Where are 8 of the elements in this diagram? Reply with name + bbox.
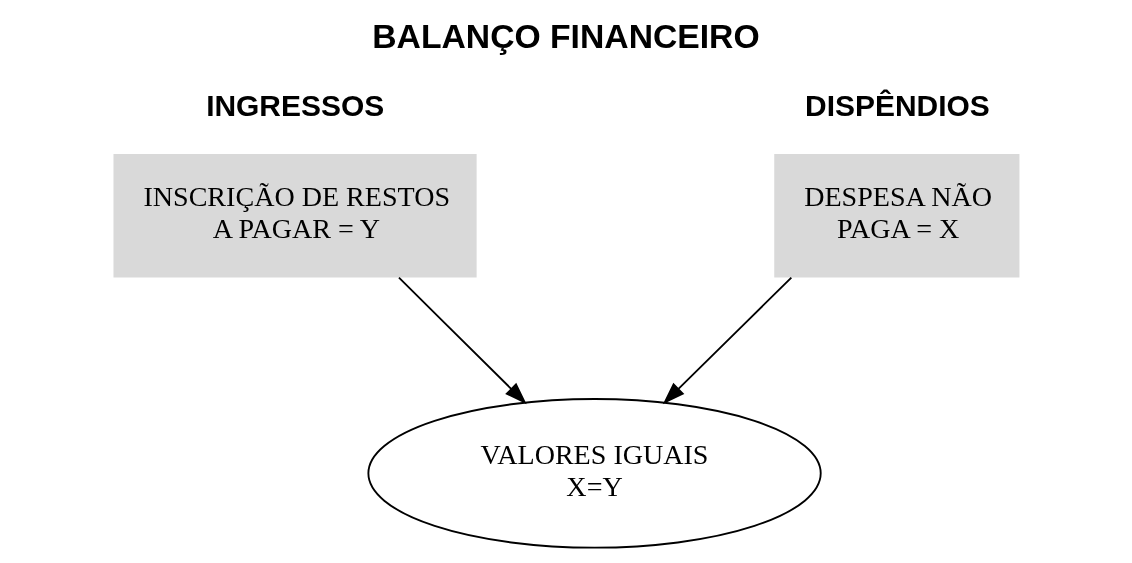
arrow <box>662 276 793 405</box>
arrow <box>398 276 527 405</box>
node-label: DISPÊNDIOS <box>805 89 990 123</box>
node-box: DESPESA NÃO PAGA = X <box>774 154 1020 278</box>
diagram-title: BALANÇO FINANCEIRO <box>372 18 760 56</box>
node-box: INSCRIÇÃO DE RESTOS A PAGAR = Y <box>113 154 477 278</box>
node-label: INGRESSOS <box>206 89 385 123</box>
node-ellipse: VALORES IGUAIS X=Y <box>367 398 822 549</box>
